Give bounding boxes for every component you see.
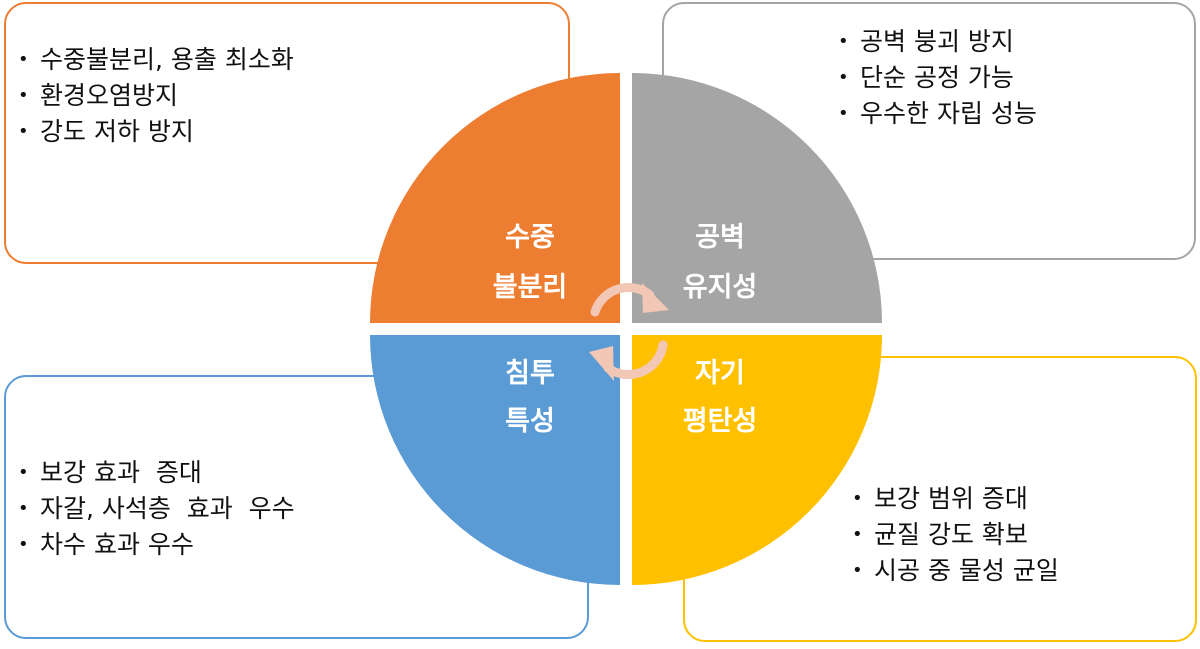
list-item: 환경오염방지 [18, 78, 294, 114]
list-item: 균질 강도 확보 [852, 517, 1059, 553]
list-item: 자갈, 사석층 효과 우수 [18, 491, 295, 527]
list-item: 보강 효과 증대 [18, 455, 295, 491]
quadrant-bottom-left [370, 335, 620, 585]
cycle-arrows-icon [589, 283, 669, 381]
quadrant-title-top-right-line2: 유지성 [683, 272, 758, 303]
quadrant-title-top-left-line1: 수중 [505, 222, 555, 253]
quadrant-top-right [632, 73, 882, 323]
quadrant-title-top-left-line2: 불분리 [493, 272, 568, 303]
bullet-list-bottom-right: 보강 범위 증대 균질 강도 확보 시공 중 물성 균일 [852, 481, 1059, 589]
quadrant-title-bottom-left-line2: 특성 [505, 406, 555, 437]
list-item: 강도 저하 방지 [18, 114, 294, 150]
list-item: 차수 효과 우수 [18, 527, 295, 563]
quadrant-bottom-right [632, 335, 882, 585]
quadrant-title-bottom-right-line1: 자기 [695, 358, 745, 389]
list-item: 시공 중 물성 균일 [852, 553, 1059, 589]
list-item: 수중불분리, 용출 최소화 [18, 42, 294, 78]
bullet-list-bottom-left: 보강 효과 증대 자갈, 사석층 효과 우수 차수 효과 우수 [18, 455, 295, 563]
list-item: 단순 공정 가능 [838, 60, 1037, 96]
quadrant-title-bottom-left-line1: 침투 [505, 358, 555, 389]
bullet-list-top-right: 공벽 붕괴 방지 단순 공정 가능 우수한 자립 성능 [838, 24, 1037, 132]
bullet-list-top-left: 수중불분리, 용출 최소화 환경오염방지 강도 저하 방지 [18, 42, 294, 150]
quadrant-top-left [370, 73, 620, 323]
list-item: 공벽 붕괴 방지 [838, 24, 1037, 60]
quadrant-title-bottom-right-line2: 평탄성 [683, 406, 758, 437]
list-item: 우수한 자립 성능 [838, 96, 1037, 132]
list-item: 보강 범위 증대 [852, 481, 1059, 517]
quadrant-title-top-right-line1: 공벽 [695, 222, 745, 253]
